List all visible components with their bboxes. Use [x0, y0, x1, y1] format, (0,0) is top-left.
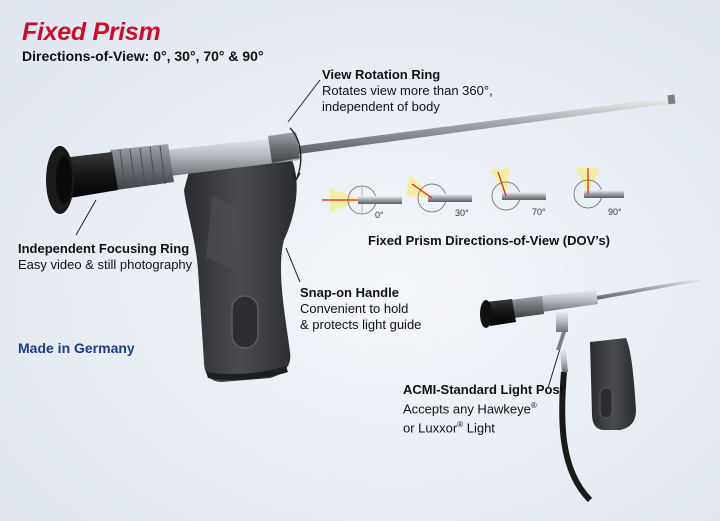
callout-light-post-line2: or Luxxor® Light [403, 417, 564, 436]
callout-view-rotation: View Rotation Ring Rotates view more tha… [322, 67, 493, 115]
page-subtitle: Directions-of-View: 0°, 30°, 70° & 90° [22, 48, 264, 64]
dov-angle-30: 30° [455, 208, 469, 218]
scope-shaft [298, 94, 676, 154]
callout-handle-heading: Snap-on Handle [300, 285, 399, 300]
callout-focusing-heading: Independent Focusing Ring [18, 241, 190, 256]
dov-angle-90: 90° [608, 207, 622, 217]
dov-diagram-0 [322, 185, 402, 215]
page-title: Fixed Prism [22, 18, 161, 46]
scope-body [46, 136, 300, 214]
registered-mark: ® [457, 420, 464, 430]
callout-light-post-line1: Accepts any Hawkeye® [403, 398, 564, 417]
dov-angle-0: 0° [375, 210, 384, 220]
dov-diagram-90 [573, 168, 624, 209]
dov-title: Fixed Prism Directions-of-View (DOV’s) [368, 233, 610, 248]
snap-on-handle [184, 160, 297, 382]
callout-handle: Snap-on Handle Convenient to hold & prot… [300, 285, 421, 333]
callout-light-post: ACMI-Standard Light Post Accepts any Haw… [403, 382, 564, 437]
dov-diagrams [322, 168, 624, 215]
dov-diagram-70 [490, 168, 546, 211]
callout-view-rotation-line1: Rotates view more than 360°, [322, 83, 493, 98]
dov-angle-70: 70° [532, 207, 546, 217]
light-post-line1-text: Accepts any Hawkeye [403, 401, 531, 417]
light-post-line2-text: or Luxxor [403, 420, 458, 436]
made-in-label: Made in Germany [18, 340, 135, 356]
light-post-line2-suffix: Light [463, 420, 495, 436]
small-scope-illustration [480, 278, 700, 503]
callout-handle-line2: & protects light guide [300, 317, 422, 332]
registered-mark: ® [530, 401, 537, 410]
callout-light-post-heading: ACMI-Standard Light Post [403, 382, 565, 397]
dov-diagram-30 [406, 174, 472, 213]
callout-focusing-line1: Easy video & still photography [18, 257, 193, 272]
callout-handle-line1: Convenient to hold [300, 301, 409, 316]
callout-focusing: Independent Focusing Ring Easy video & s… [18, 241, 192, 273]
callout-view-rotation-line2: independent of body [322, 99, 440, 114]
callout-view-rotation-heading: View Rotation Ring [322, 67, 441, 82]
view-rotation-ring [268, 127, 302, 181]
